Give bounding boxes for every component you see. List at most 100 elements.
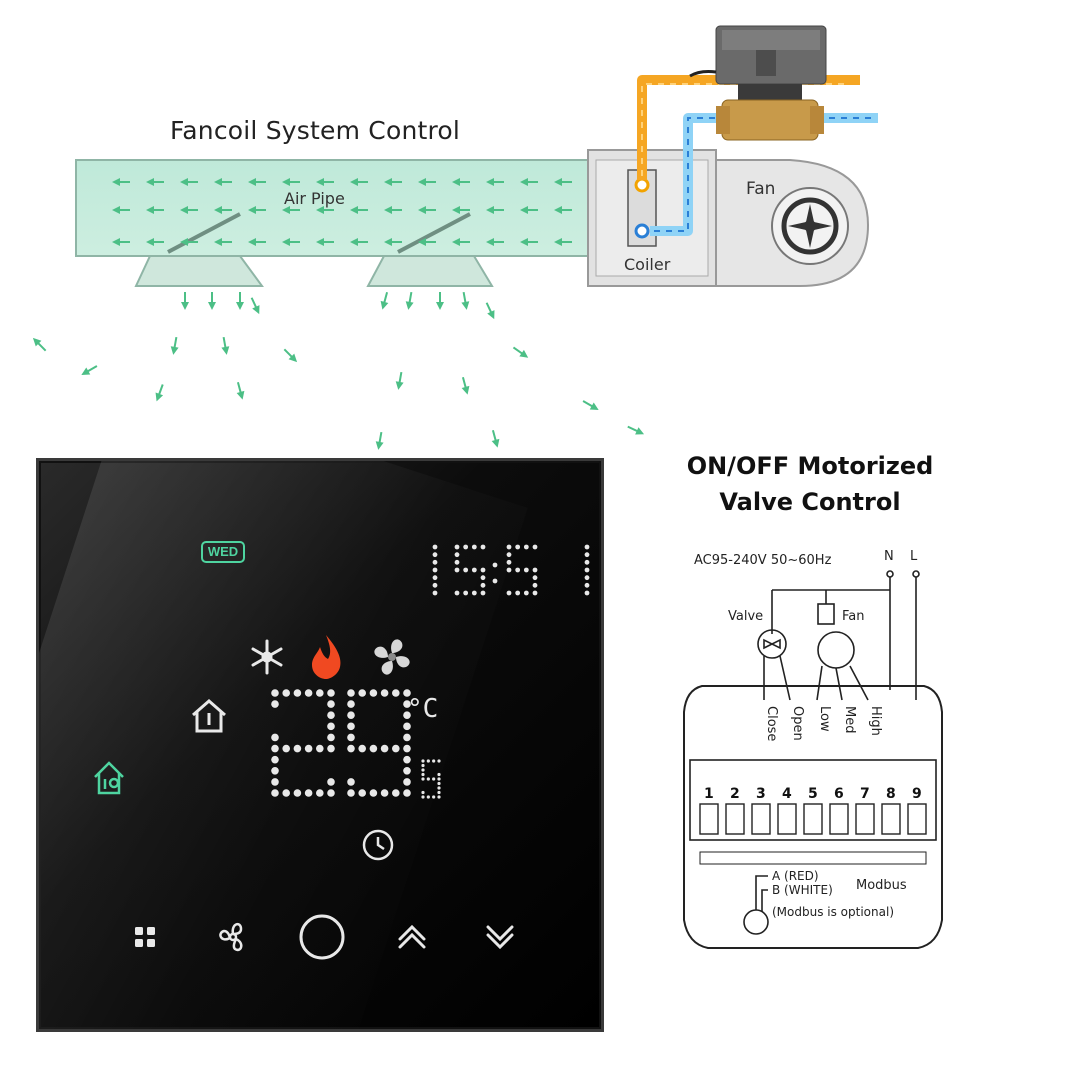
up-arrow-button-icon[interactable] <box>398 924 426 949</box>
airflow-arrow <box>554 206 572 214</box>
airflow-arrow <box>395 371 404 390</box>
clock-icon <box>362 829 394 861</box>
air-pipe <box>75 159 589 257</box>
l-label: L <box>910 549 918 564</box>
airflow-arrow <box>282 206 300 214</box>
damper-right <box>397 212 471 254</box>
terminal-number: 6 <box>834 786 844 802</box>
airflow-arrow <box>112 238 130 246</box>
terminal-slot <box>699 803 719 835</box>
airflow-arrow <box>282 178 300 186</box>
airflow-arrow <box>512 346 529 358</box>
airflow-arrow <box>250 297 260 315</box>
airflow-arrow <box>384 238 402 246</box>
fan-speed-button-icon[interactable] <box>219 922 243 952</box>
airflow-arrow <box>170 336 179 355</box>
fan-icon <box>374 639 410 675</box>
airflow-arrow <box>520 238 538 246</box>
airflow-arrow <box>248 238 266 246</box>
wire-label: Low <box>817 706 832 732</box>
airflow-arrow <box>554 178 572 186</box>
modbus-a-label: A (RED) <box>772 869 819 883</box>
house-thermometer-icon <box>192 699 226 733</box>
airflow-arrow <box>491 430 500 448</box>
airflow-arrow <box>375 431 384 450</box>
terminal-number: 7 <box>860 786 870 802</box>
snowflake-icon <box>251 639 283 675</box>
airflow-arrow <box>81 365 98 375</box>
airflow-arrow <box>248 206 266 214</box>
fan-wheel <box>781 197 839 255</box>
eco-home-icon <box>94 761 124 795</box>
valve-title-line1: ON/OFF Motorized <box>686 452 934 480</box>
clock-digit <box>584 544 590 596</box>
airflow-arrow <box>461 377 470 395</box>
airflow-arrow <box>384 178 402 186</box>
clock-digit <box>432 544 438 596</box>
valve-label: Valve <box>728 609 763 624</box>
airflow-arrow <box>283 348 298 363</box>
airflow-arrow <box>214 178 232 186</box>
airflow-arrow <box>554 238 572 246</box>
temperature-digit <box>271 689 335 797</box>
damper-left <box>167 212 241 254</box>
diffuser-right <box>366 255 494 287</box>
day-indicator: WED <box>201 541 245 563</box>
airflow-arrow <box>520 178 538 186</box>
airflow-arrow <box>380 292 389 310</box>
clock-digit <box>506 544 538 596</box>
terminal-slot <box>725 803 745 835</box>
terminal-number: 4 <box>782 786 792 802</box>
airflow-arrow <box>461 291 470 310</box>
thermostat-back-housing <box>683 685 943 949</box>
modbus-note: (Modbus is optional) <box>772 905 894 919</box>
airflow-arrow <box>350 206 368 214</box>
airflow-arrows-out <box>32 291 645 450</box>
power-spec-label: AC95-240V 50~60Hz <box>694 553 832 568</box>
wire-label: High <box>868 706 883 736</box>
wire-label: Med <box>842 706 857 733</box>
terminal-slot <box>829 803 849 835</box>
airflow-arrow <box>146 238 164 246</box>
menu-button-icon[interactable] <box>135 927 155 947</box>
terminal-slot <box>907 803 927 835</box>
power-button-icon[interactable] <box>299 914 345 960</box>
airflow-arrow <box>32 337 47 352</box>
wire-label: Open <box>790 706 805 741</box>
terminal-number: 9 <box>912 786 922 802</box>
airflow-arrow <box>486 178 504 186</box>
airflow-arrow <box>418 206 436 214</box>
modbus-label: Modbus <box>856 878 907 893</box>
valve-symbol <box>757 629 787 659</box>
temperature-unit: °C <box>407 694 438 724</box>
setpoint-digit <box>421 759 441 799</box>
airflow-arrow <box>316 238 334 246</box>
airflow-arrow <box>384 206 402 214</box>
terminal-slot <box>751 803 771 835</box>
terminal-slot <box>881 803 901 835</box>
airflow-arrow <box>316 206 334 214</box>
airflow-arrow <box>452 206 470 214</box>
terminal-number: 3 <box>756 786 766 802</box>
airflow-arrow <box>418 238 436 246</box>
modbus-b-label: B (WHITE) <box>772 883 833 897</box>
clock-colon <box>492 562 498 568</box>
airflow-arrow <box>221 336 230 355</box>
valve-control-title: ON/OFF Motorized Valve Control <box>660 448 960 520</box>
airflow-arrow <box>146 178 164 186</box>
flame-icon <box>312 635 341 679</box>
thermostat-panel: WED °C <box>36 458 604 1032</box>
airflow-arrow <box>350 238 368 246</box>
terminal-number: 5 <box>808 786 818 802</box>
airflow-arrow <box>486 206 504 214</box>
airflow-arrow <box>214 238 232 246</box>
motorized-valve <box>689 25 827 141</box>
airflow-arrow <box>214 206 232 214</box>
terminal-slot <box>855 803 875 835</box>
airflow-arrow <box>208 292 216 310</box>
down-arrow-button-icon[interactable] <box>486 925 514 950</box>
fan-label: Fan <box>746 179 775 199</box>
airflow-arrow <box>282 238 300 246</box>
airflow-arrow <box>627 425 645 435</box>
